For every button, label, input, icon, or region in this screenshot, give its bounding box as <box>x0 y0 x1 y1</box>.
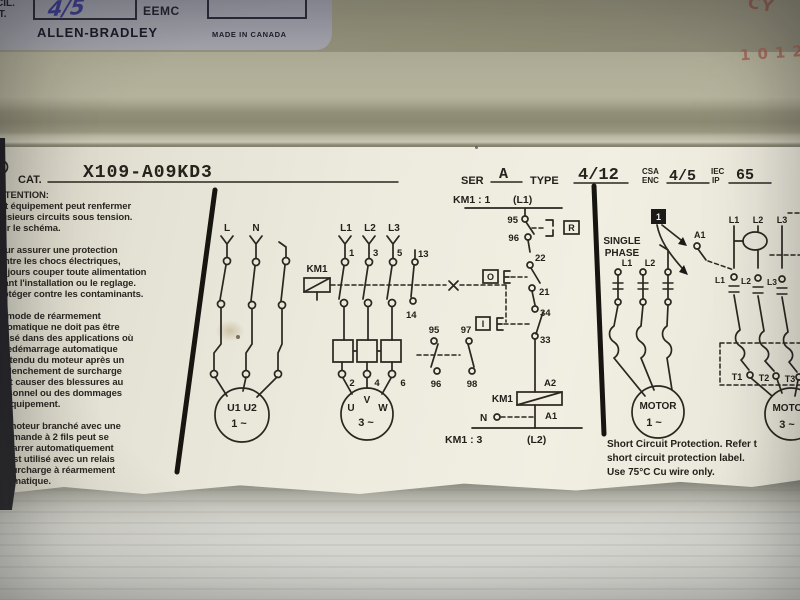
rating-box <box>33 0 137 20</box>
top-label-corner-text-1: CIL. <box>0 0 15 9</box>
attention-line: s'il est utilisé avec un relais <box>0 454 115 465</box>
attention-line: plusieurs circuits sous tension. <box>0 212 133 223</box>
attention-line: commande à 2 fils peut se <box>0 432 109 443</box>
brand-name: ALLEN-BRADLEY <box>37 25 158 40</box>
empty-box <box>207 0 307 19</box>
attention-line: automatique. <box>0 476 51 487</box>
attention-line: utilisé dans des applications où <box>0 333 134 344</box>
attention-line: inattendu du moteur après un <box>0 355 125 366</box>
attention-line: le redémarrage automatique <box>0 344 118 355</box>
attention-line: Un moteur branché avec une <box>0 421 121 432</box>
attention-line: Le mode de réarmement <box>0 311 101 322</box>
cert-text: EEMC <box>143 4 180 18</box>
attention-line: automatique ne doit pas être <box>0 322 120 333</box>
attention-line <box>0 234 188 245</box>
attention-line: de surcharge à réarmement <box>0 465 116 476</box>
attention-line: ATTENTION: <box>0 190 49 201</box>
attention-line <box>0 300 188 311</box>
attention-line: Cet équipement peut renfermer <box>0 201 132 212</box>
top-label-corner-text-2: IT. <box>0 9 7 20</box>
top-label: CIL. IT. 4/5 NEMA EEMC ALLEN-BRADLEY MAD… <box>0 0 332 50</box>
attention-line: Voir le schéma. <box>0 223 61 234</box>
attention-line: déclenchement de surcharge <box>0 366 122 377</box>
housing-bottom <box>0 478 800 600</box>
dirt-speck <box>475 146 478 149</box>
attention-line: démarrer automatiquement <box>0 443 114 454</box>
attention-line: Protéger contre les contaminants. <box>0 289 144 300</box>
attention-line <box>0 410 188 421</box>
attention-line: contre les chocs électriques, <box>0 256 121 267</box>
attention-line: toujours couper toute alimentation <box>0 267 147 278</box>
attention-line: Pour assurer une protection <box>0 245 118 256</box>
attention-line: personnel ou des dommages <box>0 388 122 399</box>
attention-line: peut causer des blessures au <box>0 377 124 388</box>
handwritten-rating: 4/5 <box>46 0 87 22</box>
attention-text-block: ATTENTION:Cet équipement peut renfermerp… <box>0 190 188 487</box>
housing-groove <box>0 52 800 147</box>
attention-line: avant l'installation ou le reglage. <box>0 278 136 289</box>
cert-text-top: NEMA <box>146 0 178 2</box>
stain-mark <box>210 316 250 346</box>
attention-line: à l'équipement. <box>0 399 61 410</box>
dirt-speck <box>236 335 240 339</box>
origin-text: MADE IN CANADA <box>212 30 287 39</box>
